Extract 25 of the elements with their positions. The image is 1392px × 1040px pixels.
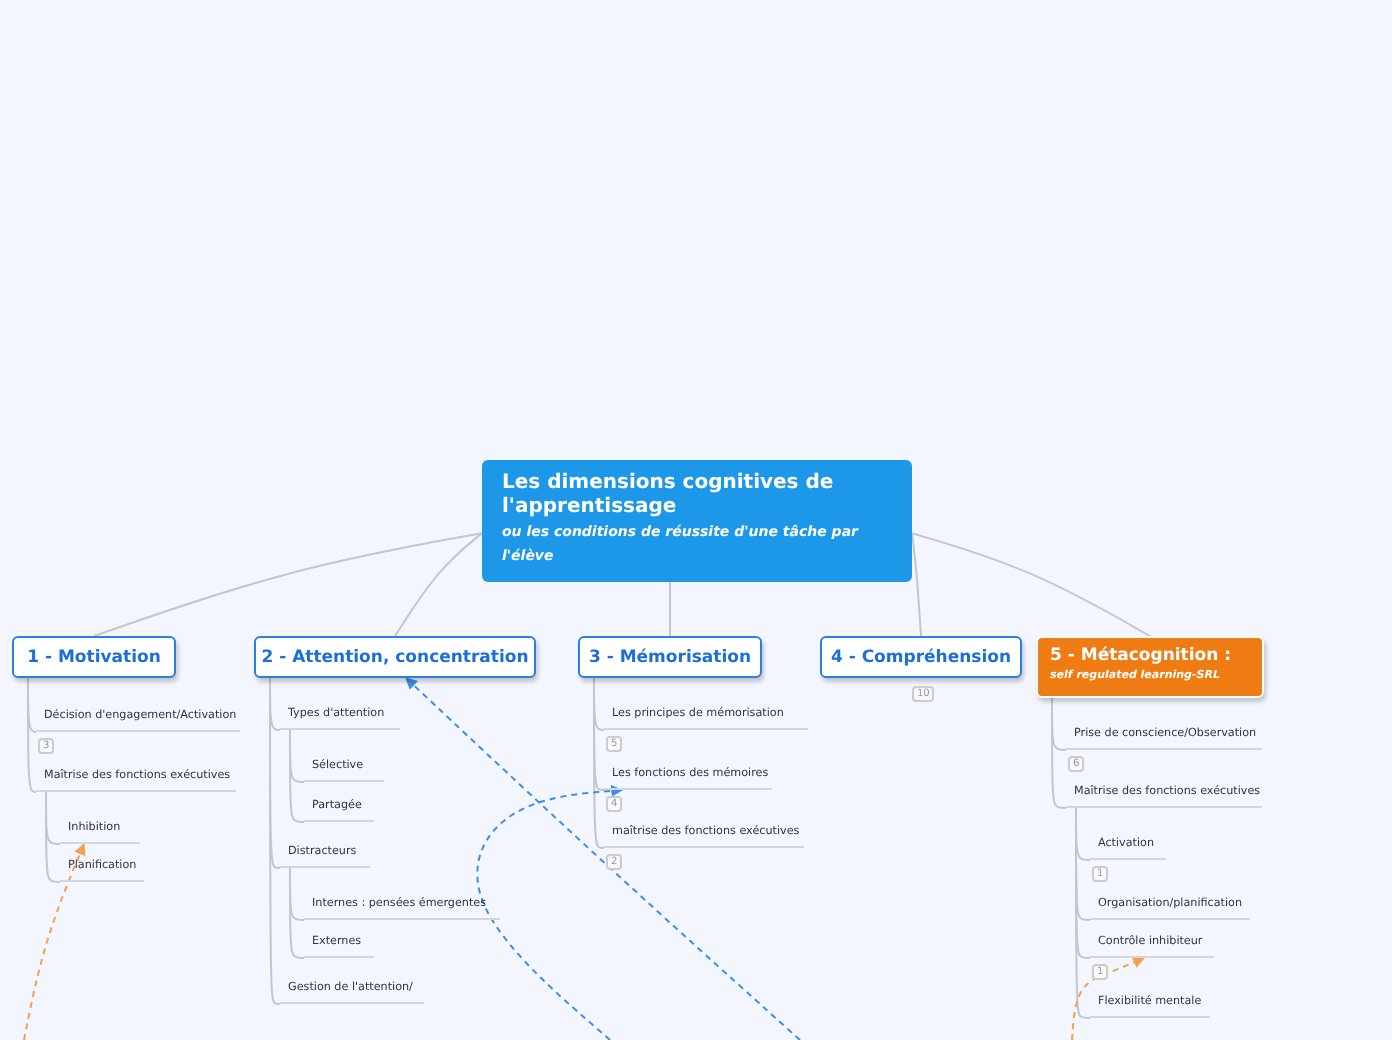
- branch-line: [45, 791, 61, 883]
- branch-line: [289, 867, 305, 959]
- main-topic-box: 2 - Attention, concentration: [254, 636, 536, 678]
- branch-line: [1051, 697, 1067, 809]
- main-topic-box: 3 - Mémorisation: [578, 636, 762, 678]
- branch-line: [1075, 807, 1091, 1019]
- branch-line: [93, 532, 483, 637]
- branch-line: [289, 729, 305, 823]
- highlighted-topic-box: [1036, 636, 1264, 698]
- branch-line: [593, 677, 605, 849]
- dashed-arrow: [1071, 956, 1146, 1040]
- dashed-arrow: [405, 677, 801, 1040]
- dashed-arrow: [23, 842, 86, 1040]
- branch-line: [269, 677, 281, 1005]
- branch-line: [27, 677, 37, 793]
- main-topic-box: 1 - Motivation: [12, 636, 176, 678]
- branch-line: [394, 532, 483, 637]
- topic-title: 5 - Métacognition :: [1050, 646, 1234, 668]
- main-topic-box: 4 - Compréhension: [820, 636, 1022, 678]
- topic-title: Les dimensions cognitives de l'apprentissage: [502, 472, 836, 520]
- branch-line: [911, 532, 922, 637]
- branch-line: [669, 581, 671, 637]
- branch-line: [911, 532, 1151, 637]
- central-topic-box: [482, 460, 912, 582]
- dashed-arrow: [476, 784, 624, 1040]
